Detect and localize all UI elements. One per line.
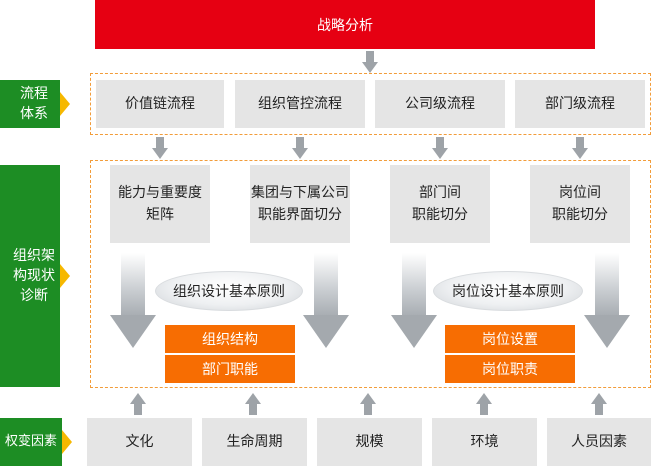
big-arrow-down-icon bbox=[303, 253, 349, 348]
arrow-down-icon bbox=[362, 51, 378, 73]
side-label-line: 构现状 bbox=[13, 268, 55, 284]
factor-box: 人员因素 bbox=[547, 418, 651, 466]
diagnosis-box-line: 部门间 bbox=[419, 185, 461, 201]
side-label-line: 组织架 bbox=[13, 248, 55, 264]
output-box-post-duty: 岗位职责 bbox=[445, 355, 575, 383]
factor-label: 生命周期 bbox=[226, 434, 283, 450]
diagnosis-box: 集团与下属公司职能界面切分 bbox=[250, 165, 350, 243]
output-box-dept-function: 部门职能 bbox=[165, 355, 295, 383]
output-label: 部门职能 bbox=[202, 362, 258, 378]
banner-title: 战略分析 bbox=[317, 17, 373, 34]
arrow-down-icon bbox=[152, 137, 168, 159]
diagnosis-box-line: 矩阵 bbox=[146, 207, 174, 223]
triangle-right-icon bbox=[62, 430, 72, 454]
side-label-line: 诊断 bbox=[20, 288, 48, 304]
output-box-post-setup: 岗位设置 bbox=[445, 325, 575, 353]
factor-box: 生命周期 bbox=[202, 418, 307, 466]
side-label-line: 权变因素 bbox=[4, 434, 57, 449]
factor-label: 规模 bbox=[355, 434, 384, 450]
process-box: 价值链流程 bbox=[96, 80, 224, 128]
diagnosis-box-line: 职能切分 bbox=[552, 207, 608, 223]
process-box: 组织管控流程 bbox=[235, 80, 365, 128]
factor-box: 文化 bbox=[87, 418, 192, 466]
triangle-right-icon bbox=[60, 264, 70, 288]
diagnosis-box-line: 能力与重要度 bbox=[118, 185, 202, 201]
output-label: 岗位职责 bbox=[482, 362, 538, 378]
process-box-label: 公司级流程 bbox=[405, 96, 475, 112]
arrow-down-icon bbox=[432, 137, 448, 159]
diagnosis-box-line: 职能界面切分 bbox=[258, 207, 342, 223]
arrow-up-icon bbox=[245, 393, 261, 415]
arrow-up-icon bbox=[591, 393, 607, 415]
process-box: 公司级流程 bbox=[375, 80, 505, 128]
strategy-analysis-banner: 战略分析 bbox=[95, 0, 595, 49]
big-arrow-down-icon bbox=[584, 253, 630, 348]
factor-box: 环境 bbox=[432, 418, 537, 466]
triangle-right-icon bbox=[60, 92, 70, 116]
arrow-up-icon bbox=[130, 393, 146, 415]
org-design-principles: 组织设计基本原则 bbox=[155, 271, 303, 311]
process-box-label: 价值链流程 bbox=[125, 96, 195, 112]
big-arrow-down-icon bbox=[391, 253, 437, 348]
arrow-up-icon bbox=[360, 393, 376, 415]
arrow-down-icon bbox=[292, 137, 308, 159]
side-label-line: 流程 bbox=[20, 86, 48, 102]
output-label: 组织结构 bbox=[202, 332, 258, 348]
process-box-label: 组织管控流程 bbox=[258, 96, 342, 112]
side-label-org-diagnosis: 组织架 构现状 诊断 bbox=[0, 165, 70, 387]
side-label-process: 流程 体系 bbox=[0, 80, 70, 128]
diagnosis-box: 能力与重要度矩阵 bbox=[110, 165, 210, 243]
principle-label: 组织设计基本原则 bbox=[173, 284, 285, 300]
diagnosis-box-line: 职能切分 bbox=[412, 207, 468, 223]
factor-label: 人员因素 bbox=[571, 434, 627, 450]
side-label-factors: 权变因素 bbox=[0, 418, 72, 466]
output-label: 岗位设置 bbox=[482, 332, 538, 348]
diagnosis-box: 部门间职能切分 bbox=[390, 165, 490, 243]
big-arrow-down-icon bbox=[110, 253, 156, 348]
principle-label: 岗位设计基本原则 bbox=[452, 284, 564, 300]
arrow-down-icon bbox=[572, 137, 588, 159]
output-box-org-structure: 组织结构 bbox=[165, 325, 295, 353]
diagnosis-box: 岗位间职能切分 bbox=[530, 165, 630, 243]
factor-label: 文化 bbox=[125, 434, 154, 450]
process-box-label: 部门级流程 bbox=[545, 96, 615, 112]
diagnosis-box-line: 集团与下属公司 bbox=[251, 185, 349, 201]
diagnosis-box-line: 岗位间 bbox=[559, 185, 601, 201]
factor-label: 环境 bbox=[470, 434, 499, 450]
process-box: 部门级流程 bbox=[515, 80, 645, 128]
side-label-line: 体系 bbox=[20, 106, 48, 122]
factor-box: 规模 bbox=[317, 418, 422, 466]
arrow-up-icon bbox=[476, 393, 492, 415]
post-design-principles: 岗位设计基本原则 bbox=[433, 271, 583, 311]
